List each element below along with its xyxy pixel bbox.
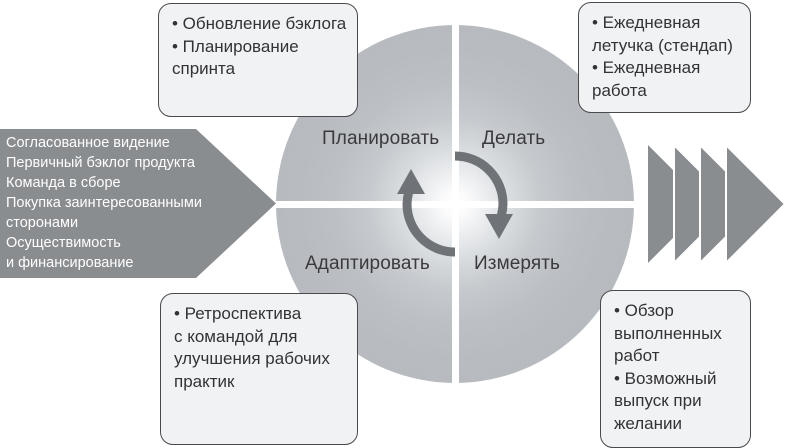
- tl-line-2: • Планирование: [172, 36, 299, 56]
- quadrant-label-plan: Планировать: [322, 128, 440, 149]
- bl-line-3: улучшения рабочих: [174, 349, 330, 369]
- wheel-divider-vertical: [452, 20, 459, 388]
- input-arrow-shape: [0, 129, 276, 278]
- tr-line-2: летучка (стендап): [592, 35, 733, 55]
- tr-line-3: • Ежедневная: [592, 58, 701, 78]
- bl-line-4: практик: [174, 371, 235, 391]
- tl-line-3: спринта: [172, 59, 236, 79]
- info-box-bottom-left: • Ретроспектива с командой для улучшения…: [160, 293, 358, 445]
- info-box-bottom-right: • Обзор выполненных работ • Возможный вы…: [600, 290, 751, 448]
- input-line-4: Покупка заинтересованными: [6, 195, 202, 212]
- tr-line-4: работа: [592, 80, 647, 100]
- br-line-3: работ: [614, 346, 660, 366]
- quadrant-label-measure: Измерять: [474, 253, 561, 274]
- info-box-top-right: • Ежедневная летучка (стендап) • Ежеднев…: [578, 2, 751, 113]
- br-line-6: желании: [614, 414, 683, 434]
- bl-line-1: • Ретроспектива: [174, 304, 302, 323]
- input-line-6: Осуществимость: [6, 235, 121, 252]
- br-line-4: • Возможный: [614, 368, 717, 388]
- tl-line-1: • Обновление бэклога: [172, 14, 347, 33]
- br-line-5: выпуск при: [614, 391, 702, 411]
- input-arrow-text: Согласованное видение Первичный бэклог п…: [6, 133, 246, 274]
- input-line-2: Первичный бэклог продукта: [6, 155, 195, 172]
- tr-line-1: • Ежедневная: [592, 13, 701, 32]
- info-box-top-left: • Обновление бэклога • Планирование спри…: [158, 3, 358, 117]
- input-line-7: и финансирование: [6, 255, 134, 272]
- br-line-2: выполненных: [614, 323, 722, 343]
- input-line-1: Согласованное видение: [6, 135, 170, 151]
- output-chevron-arrows-icon: [648, 145, 787, 263]
- input-line-5: сторонами: [6, 215, 79, 232]
- input-line-3: Команда в сборе: [6, 175, 121, 192]
- circular-cycle-arrow-icon: [397, 151, 513, 257]
- br-line-1: • Обзор: [614, 301, 674, 320]
- quadrant-label-adapt: Адаптировать: [305, 253, 430, 274]
- quadrant-label-do: Делать: [482, 128, 546, 149]
- bl-line-2: с командой для: [174, 326, 298, 346]
